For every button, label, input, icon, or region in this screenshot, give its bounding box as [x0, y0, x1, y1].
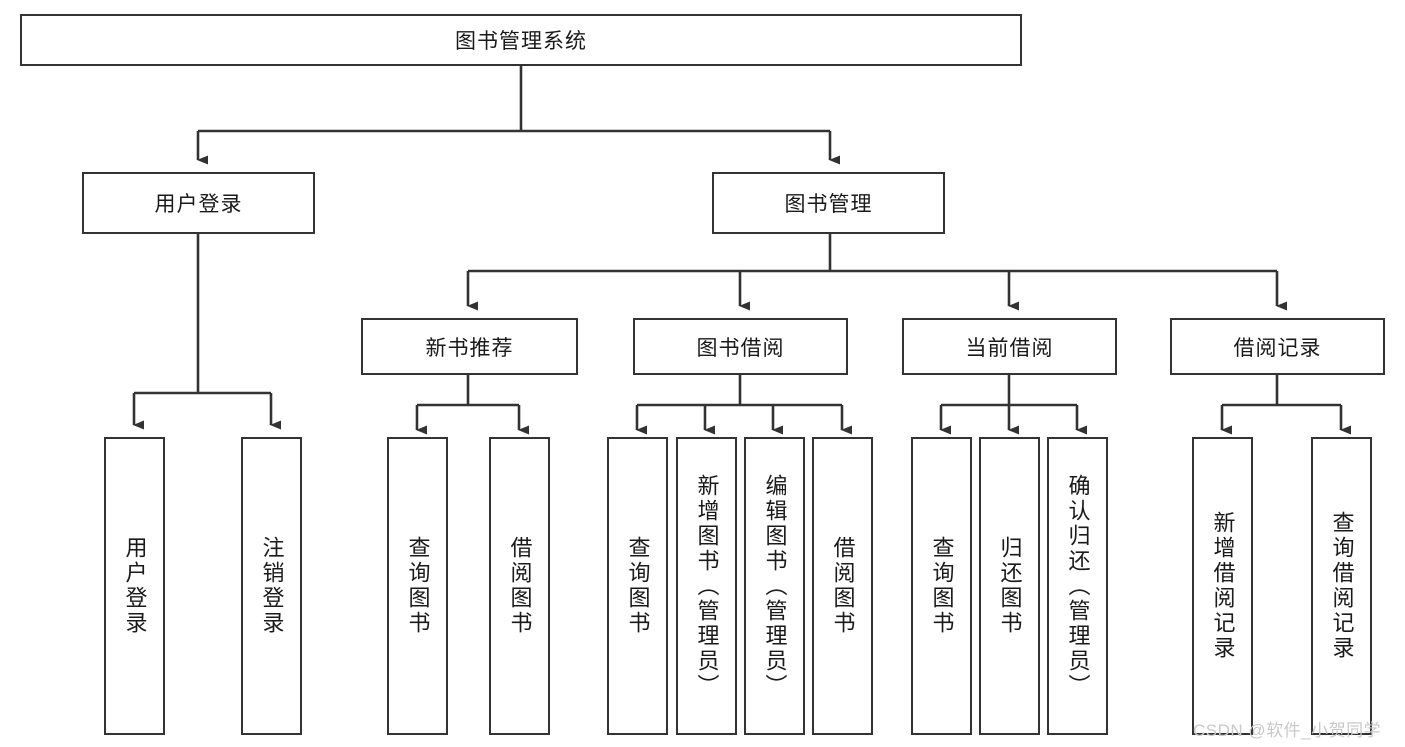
node-current-borrow[interactable]: 当前借阅 [902, 318, 1117, 375]
node-label: 用户登录 [122, 536, 148, 636]
node-label: 当前借阅 [965, 336, 1054, 360]
node-new-book-recommend[interactable]: 新书推荐 [361, 318, 578, 375]
node-label: 新书推荐 [425, 336, 514, 360]
leaf-query-book-current[interactable]: 查询图书 [911, 437, 972, 735]
leaf-edit-book-admin[interactable]: 编辑图书（管理员） [744, 437, 805, 735]
node-book-borrow[interactable]: 图书借阅 [633, 318, 848, 375]
node-label: 借阅记录 [1233, 336, 1322, 360]
node-label: 借阅图书 [830, 536, 856, 636]
node-label: 归还图书 [997, 536, 1023, 636]
leaf-borrow-book-borrow[interactable]: 借阅图书 [812, 437, 873, 735]
node-root-book-management-system[interactable]: 图书管理系统 [20, 14, 1022, 66]
node-label: 图书管理 [784, 193, 873, 216]
leaf-query-borrow-record[interactable]: 查询借阅记录 [1311, 437, 1372, 735]
node-label: 查询图书 [625, 536, 651, 636]
node-label: 新增借阅记录 [1210, 511, 1236, 661]
leaf-return-book[interactable]: 归还图书 [979, 437, 1040, 735]
leaf-confirm-return-admin[interactable]: 确认归还（管理员） [1047, 437, 1108, 735]
csdn-watermark: CSDN @软件_小贺同学 [1193, 721, 1382, 740]
node-label: 查询图书 [405, 536, 431, 636]
node-label: 确认归还（管理员） [1065, 473, 1091, 699]
leaf-add-borrow-record[interactable]: 新增借阅记录 [1192, 437, 1253, 735]
leaf-query-book-new-recommend[interactable]: 查询图书 [387, 437, 448, 735]
node-label: 新增图书（管理员） [694, 473, 720, 699]
leaf-query-book-borrow[interactable]: 查询图书 [607, 437, 668, 735]
node-borrow-record[interactable]: 借阅记录 [1170, 318, 1385, 375]
leaf-logout-login[interactable]: 注销登录 [241, 437, 302, 735]
leaf-user-login[interactable]: 用户登录 [104, 437, 165, 735]
node-label: 查询借阅记录 [1329, 511, 1355, 661]
leaf-borrow-book-new-recommend[interactable]: 借阅图书 [489, 437, 550, 735]
node-label: 图书管理系统 [455, 30, 587, 53]
node-book-management[interactable]: 图书管理 [712, 172, 945, 234]
leaf-add-book-admin[interactable]: 新增图书（管理员） [676, 437, 737, 735]
node-user-login[interactable]: 用户登录 [82, 172, 315, 234]
node-label: 用户登录 [154, 193, 243, 216]
node-label: 借阅图书 [507, 536, 533, 636]
node-label: 查询图书 [929, 536, 955, 636]
node-label: 注销登录 [259, 536, 285, 636]
node-label: 图书借阅 [696, 336, 785, 360]
node-label: 编辑图书（管理员） [762, 473, 788, 699]
